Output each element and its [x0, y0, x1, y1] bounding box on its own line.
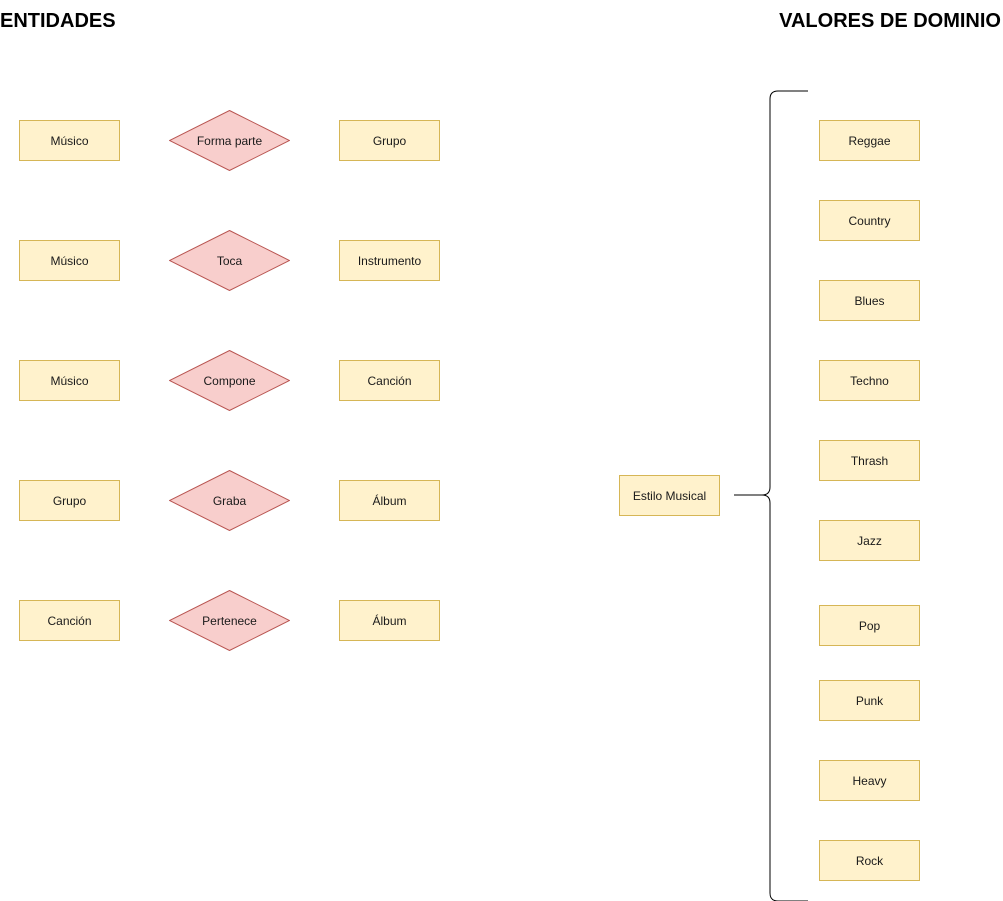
relationship-label: Pertenece	[202, 613, 257, 628]
diamond-shape	[169, 470, 290, 531]
relationship-diamond-2: Toca	[169, 230, 290, 291]
entity-right-4: Álbum	[339, 480, 440, 521]
diamond-shape	[169, 230, 290, 291]
domain-value: Thrash	[819, 440, 920, 481]
entity-left-5: Canción	[19, 600, 120, 641]
domain-value: Heavy	[819, 760, 920, 801]
entity-left-4: Grupo	[19, 480, 120, 521]
relationship-label: Compone	[203, 373, 256, 388]
domain-value: Country	[819, 200, 920, 241]
domain-value: Reggae	[819, 120, 920, 161]
diamond-shape	[169, 350, 290, 411]
domain-value: Blues	[819, 280, 920, 321]
domain-attribute: Estilo Musical	[619, 475, 720, 516]
domain-value: Jazz	[819, 520, 920, 561]
relationship-diamond-1: Forma parte	[169, 110, 290, 171]
entity-left-2: Músico	[19, 240, 120, 281]
diamond-shape	[169, 590, 290, 651]
entity-left-1: Músico	[19, 120, 120, 161]
relationship-diamond-4: Graba	[169, 470, 290, 531]
relationship-label: Graba	[212, 493, 247, 508]
domain-value: Rock	[819, 840, 920, 881]
entity-left-3: Músico	[19, 360, 120, 401]
diamond-shape	[169, 110, 290, 171]
domain-value: Techno	[819, 360, 920, 401]
relationship-diamond-5: Pertenece	[169, 590, 290, 651]
relationship-diamond-3: Compone	[169, 350, 290, 411]
relationship-label: Toca	[216, 253, 243, 268]
domain-value: Pop	[819, 605, 920, 646]
relationship-label: Forma parte	[196, 133, 263, 148]
entities-heading: ENTIDADES	[0, 10, 116, 32]
entity-right-5: Álbum	[339, 600, 440, 641]
entity-right-3: Canción	[339, 360, 440, 401]
entity-right-1: Grupo	[339, 120, 440, 161]
domain-values-heading: VALORES DE DOMINIO	[779, 10, 1001, 32]
domain-value: Punk	[819, 680, 920, 721]
entity-right-2: Instrumento	[339, 240, 440, 281]
